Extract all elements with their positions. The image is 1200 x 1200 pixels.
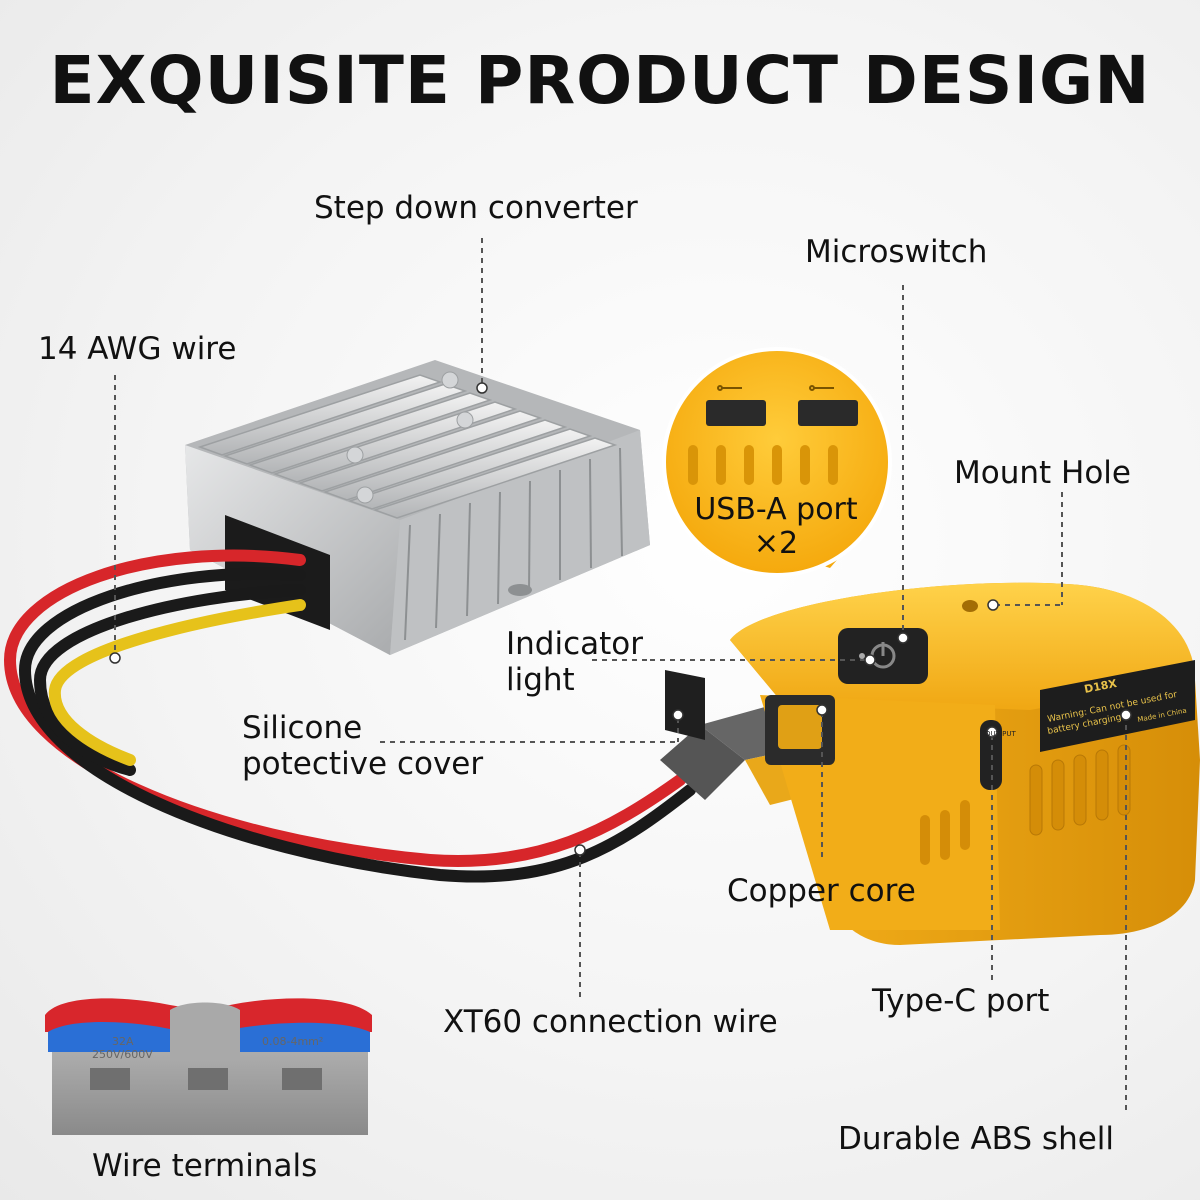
label-awg-wire: 14 AWG wire [38,331,237,367]
warning-label [1040,660,1195,752]
mount-hole [962,600,978,612]
leader-lines [114,238,1127,1110]
indicator-line-2: light [506,662,575,698]
heatsink-fins [197,374,618,519]
silicone-line-2: potective cover [242,746,484,782]
usb-port-text: USB-A port [694,492,858,527]
label-copper-core: Copper core [727,873,916,909]
page-title: EXQUISITE PRODUCT DESIGN [49,42,1151,119]
label-xt60-wire: XT60 connection wire [443,1004,778,1040]
wire-terminal-block [45,998,372,1135]
label-type-c-port: Type-C port [872,983,1050,1019]
label-indicator-light: Indicator light [506,626,643,698]
leader-dots [109,382,1132,856]
label-usb-port: USB-A port ×2 [676,493,876,561]
terminal-rating-voltage: 250V/600V [92,1048,153,1061]
usb-port-callout [662,347,892,577]
battery-adapter [730,582,1200,945]
usb-a-port-1 [706,400,766,426]
label-abs-shell: Durable ABS shell [838,1121,1115,1157]
usb-icon [717,385,834,391]
step-down-converter [185,360,650,655]
output-print: OUT PUT [985,730,1016,738]
label-wire-terminals: Wire terminals [92,1148,318,1184]
terminal-rating-gauge: 0.08-4mm² [262,1035,323,1048]
label-step-down-converter: Step down converter [314,190,638,226]
usb-a-port-2 [798,400,858,426]
indicator-line-1: Indicator [506,626,643,662]
device-brand-text: D18X [1083,677,1118,696]
awg-wire-bundle [3,549,696,883]
label-microswitch: Microswitch [805,234,988,270]
silicone-line-1: Silicone [242,710,363,746]
usb-count-text: ×2 [753,526,799,561]
terminal-rating-current: 32A [112,1035,134,1048]
label-mount-hole: Mount Hole [954,455,1131,491]
label-silicone-cover: Silicone potective cover [242,710,483,782]
